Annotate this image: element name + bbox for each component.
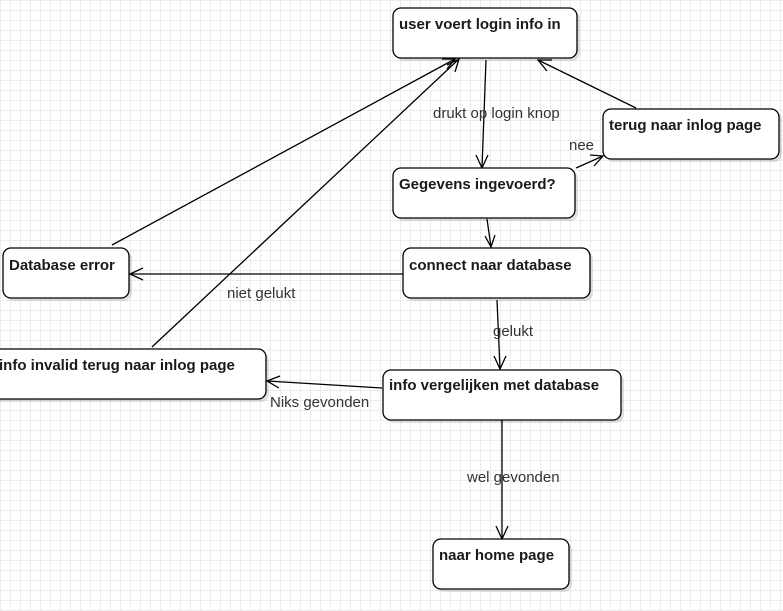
node-gegevens[interactable]: Gegevens ingevoerd? (392, 167, 578, 221)
arrowhead-vergelijk (493, 355, 507, 371)
edge-gegevens-to-connect (486, 218, 492, 248)
node-invalid-label: info invalid terug naar inlog page (0, 357, 235, 374)
arrowhead-login-from-invalid (446, 57, 461, 73)
arrowhead-dberror (128, 267, 144, 281)
edge-vergelijk-to-invalid (266, 380, 383, 389)
label-gelukt: gelukt (493, 323, 534, 340)
label-nee: nee (569, 137, 594, 154)
edge-labels: drukt op login knop nee niet gelukt gelu… (227, 105, 594, 486)
label-niks-gevonden: Niks gevonden (270, 394, 369, 411)
edge-dberror-to-login (111, 58, 456, 246)
edge-invalid-to-login (151, 58, 460, 348)
edge-connect-to-vergelijk (496, 299, 501, 370)
node-connect[interactable]: connect naar database (402, 247, 593, 301)
label-niet-gelukt: niet gelukt (227, 285, 296, 302)
node-login-label: user voert login info in (399, 16, 561, 33)
edge-gegevens-to-terug (575, 155, 604, 169)
arrowhead-terug (589, 154, 605, 167)
edges (111, 57, 637, 541)
node-invalid[interactable]: info invalid terug naar inlog page (0, 348, 269, 402)
node-vergelijk[interactable]: info vergelijken met database (382, 369, 624, 423)
arrowhead-connect (484, 234, 496, 249)
node-home[interactable]: naar home page (432, 538, 572, 592)
arrowhead-invalid (265, 375, 281, 389)
node-connect-label: connect naar database (409, 257, 572, 274)
edge-login-to-gegevens (481, 59, 487, 169)
label-drukt-op-login-knop: drukt op login knop (433, 105, 560, 122)
edge-terug-to-login (537, 59, 637, 109)
node-home-label: naar home page (439, 547, 554, 564)
label-wel-gevonden: wel gevonden (466, 469, 560, 486)
node-login[interactable]: user voert login info in (392, 7, 580, 61)
node-terug-label: terug naar inlog page (609, 117, 762, 134)
node-dberror[interactable]: Database error (2, 247, 132, 301)
arrowhead-login-from-dberror (442, 58, 457, 70)
node-terug[interactable]: terug naar inlog page (602, 108, 782, 162)
node-dberror-label: Database error (9, 257, 115, 274)
node-vergelijk-label: info vergelijken met database (389, 377, 599, 394)
node-gegevens-label: Gegevens ingevoerd? (399, 176, 556, 193)
arrowhead-login-from-terug (536, 59, 552, 72)
